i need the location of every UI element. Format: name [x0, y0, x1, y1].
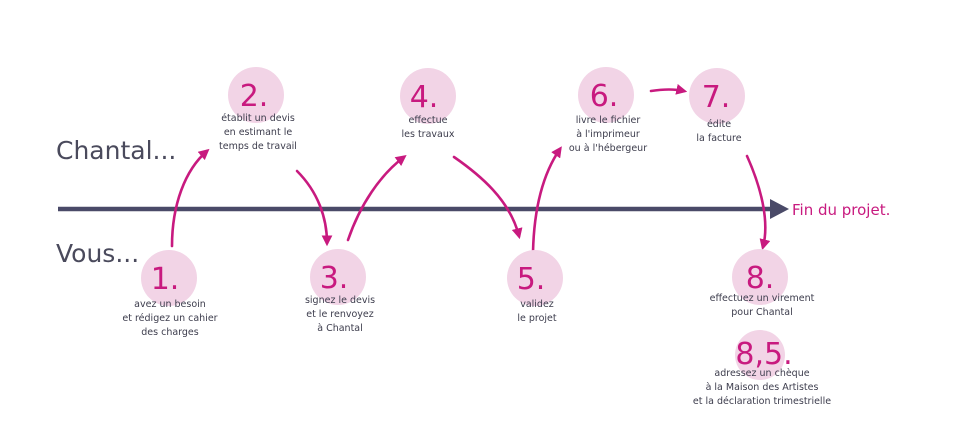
step-8-5-number: 8,5. [735, 337, 792, 372]
step-8-5-text-line-2: à la Maison des Artistes [706, 382, 819, 393]
end-of-project-label: Fin du projet. [792, 201, 890, 219]
step-3-number: 3. [320, 261, 349, 296]
step-8-5-text-line-1: adressez un chèque [714, 368, 809, 379]
step-4: 4. effectue les travaux [400, 68, 456, 140]
step-8-text-line-1: effectuez un virement [710, 293, 815, 304]
step-6-number: 6. [590, 79, 619, 114]
step-8: 8. effectuez un virement pour Chantal [710, 249, 815, 318]
arrow-step6-to-step7 [649, 84, 688, 95]
step-5-number: 5. [517, 262, 546, 297]
step-6-text-line-3: ou à l'hébergeur [569, 143, 647, 154]
step-2-text-line-3: temps de travail [219, 141, 297, 152]
step-4-text-line-1: effectue [408, 115, 447, 126]
arrow-step2-to-step3 [295, 169, 333, 247]
step-3: 3. signez le devis et le renvoyez à Chan… [305, 249, 375, 334]
step-2-circle [228, 67, 284, 123]
step-5-text-line-2: le projet [517, 313, 557, 324]
step-2-text-line-1: établit un devis [221, 113, 295, 124]
step-1-number: 1. [151, 262, 180, 297]
step-7-text-line-1: édite [707, 119, 731, 130]
arrow-step7-to-step8 [745, 154, 771, 251]
step-6-circle [578, 67, 634, 123]
chantal-row-label: Chantal... [56, 136, 176, 165]
step-7-text-line-2: la facture [696, 133, 741, 144]
step-4-text-line-2: les travaux [402, 129, 455, 140]
arrow-step5-to-step6 [531, 146, 562, 254]
step-8-number: 8. [746, 261, 775, 296]
arrow-step4-to-step5 [452, 155, 523, 240]
step-1-text-line-1: avez un besoin [134, 299, 206, 310]
step-8-text-line-2: pour Chantal [731, 307, 792, 318]
step-1-circle [141, 250, 197, 306]
step-8-5-circle [735, 330, 785, 380]
step-8-5: 8,5. adressez un chèque à la Maison des … [693, 330, 831, 407]
step-1-text-line-3: des charges [141, 327, 199, 338]
step-3-text-line-3: à Chantal [317, 323, 363, 334]
step-5-circle [507, 250, 563, 306]
step-6-text-line-1: livre le fichier [576, 115, 641, 126]
step-2-number: 2. [240, 79, 269, 114]
step-4-number: 4. [410, 80, 439, 115]
step-8-5-text-line-3: et la déclaration trimestrielle [693, 396, 831, 407]
step-1: 1. avez un besoin et rédigez un cahier d… [122, 250, 218, 338]
step-7-circle [689, 68, 745, 124]
step-7: 7. édite la facture [689, 68, 745, 144]
step-3-text-line-2: et le renvoyez [306, 309, 374, 320]
step-7-number: 7. [702, 80, 731, 115]
flow-arrows [170, 84, 771, 254]
step-6-text-line-2: à l'imprimeur [576, 129, 640, 140]
step-5-text-line-1: validez [520, 299, 554, 310]
arrow-step3-to-step4 [346, 155, 407, 242]
step-1-text-line-2: et rédigez un cahier [122, 313, 217, 324]
client-row-label: Vous... [56, 239, 139, 268]
step-5: 5. validez le projet [507, 250, 563, 324]
timeline [58, 199, 789, 219]
arrow-step1-to-step2 [170, 148, 210, 248]
step-4-circle [400, 68, 456, 124]
step-6: 6. livre le fichier à l'imprimeur ou à l… [569, 67, 647, 154]
timeline-arrowhead [770, 199, 789, 219]
step-3-circle [310, 249, 366, 305]
step-2: 2. établit un devis en estimant le temps… [219, 67, 297, 152]
step-3-text-line-1: signez le devis [305, 295, 375, 306]
step-8-circle [732, 249, 788, 305]
step-2-text-line-2: en estimant le [224, 127, 293, 138]
